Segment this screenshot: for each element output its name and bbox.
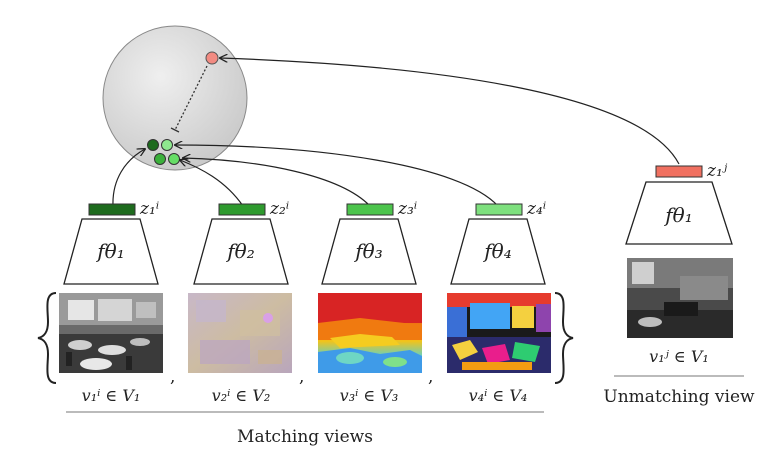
- embedding-label: z₁ⁱ: [139, 199, 159, 219]
- embedding-bar-z4: [475, 203, 523, 216]
- encoder-label: fθ₂: [225, 239, 254, 263]
- matching-views-label: Matching views: [237, 427, 373, 447]
- left-curly-brace: [37, 292, 57, 384]
- encoder-trapezoid: [63, 218, 159, 285]
- view-caption-2: v₂ⁱ ∈ V₂: [212, 386, 271, 405]
- negative-point: [205, 51, 219, 65]
- encoder-trapezoid: [450, 218, 546, 285]
- right-curly-brace: [554, 292, 574, 384]
- arrow-z3-to-sphere: [183, 158, 371, 207]
- encoder-trapezoid: [321, 218, 417, 285]
- embedding-label: z₄ⁱ: [526, 199, 546, 219]
- positive-point-2: [161, 139, 173, 151]
- embedding-sphere: [102, 25, 248, 171]
- embedding-bar-z3: [346, 203, 394, 216]
- view-image-rgb-classroom: [59, 293, 163, 373]
- embedding-label: z₁ʲ: [706, 161, 728, 181]
- embedding-label: z₂ⁱ: [269, 199, 289, 219]
- view-caption-unmatched: v₁ʲ ∈ V₁: [649, 347, 709, 366]
- encoder-trapezoid: [625, 181, 733, 245]
- arrow-zj-to-negative: [220, 58, 680, 165]
- view-image-semantic-segmentation: [447, 293, 551, 373]
- encoder-2: z₂ⁱ fθ₂: [193, 199, 289, 285]
- encoder-4: z₄ⁱ fθ₄: [450, 199, 546, 285]
- encoder-label: fθ₁: [663, 203, 692, 227]
- embedding-bar-z2: [218, 203, 266, 216]
- encoder-unmatched: z₁ʲ fθ₁: [625, 161, 733, 245]
- view-image-surface-normals: [188, 293, 292, 373]
- embedding-bar-z1: [88, 203, 136, 216]
- encoder-3: z₃ⁱ fθ₃: [321, 199, 417, 285]
- comma-separator: ,: [299, 367, 304, 387]
- arrow-z1-to-sphere: [112, 149, 145, 207]
- unmatching-view-label: Unmatching view: [603, 387, 755, 407]
- encoder-label: fθ₁: [95, 239, 124, 263]
- view-image-rgb-living-room: [627, 258, 733, 338]
- encoder-label: fθ₃: [353, 239, 382, 263]
- positive-point-4: [168, 153, 180, 165]
- comma-separator: ,: [428, 367, 433, 387]
- positive-point-3: [154, 153, 166, 165]
- encoder-trapezoid: [193, 218, 289, 285]
- view-caption-3: v₃ⁱ ∈ V₃: [340, 386, 399, 405]
- view-caption-1: v₁ⁱ ∈ V₁: [82, 386, 141, 405]
- encoder-label: fθ₄: [482, 239, 511, 263]
- repulsion-tick: [170, 127, 180, 133]
- view-caption-4: v₄ⁱ ∈ V₄: [469, 386, 528, 405]
- encoder-1: z₁ⁱ fθ₁: [63, 199, 159, 285]
- view-image-depth-map: [318, 293, 422, 373]
- comma-separator: ,: [170, 367, 175, 387]
- arrow-z4-to-sphere: [175, 145, 499, 207]
- positive-point-1: [147, 139, 159, 151]
- embedding-bar-zj: [655, 165, 703, 178]
- embedding-label: z₃ⁱ: [397, 199, 417, 219]
